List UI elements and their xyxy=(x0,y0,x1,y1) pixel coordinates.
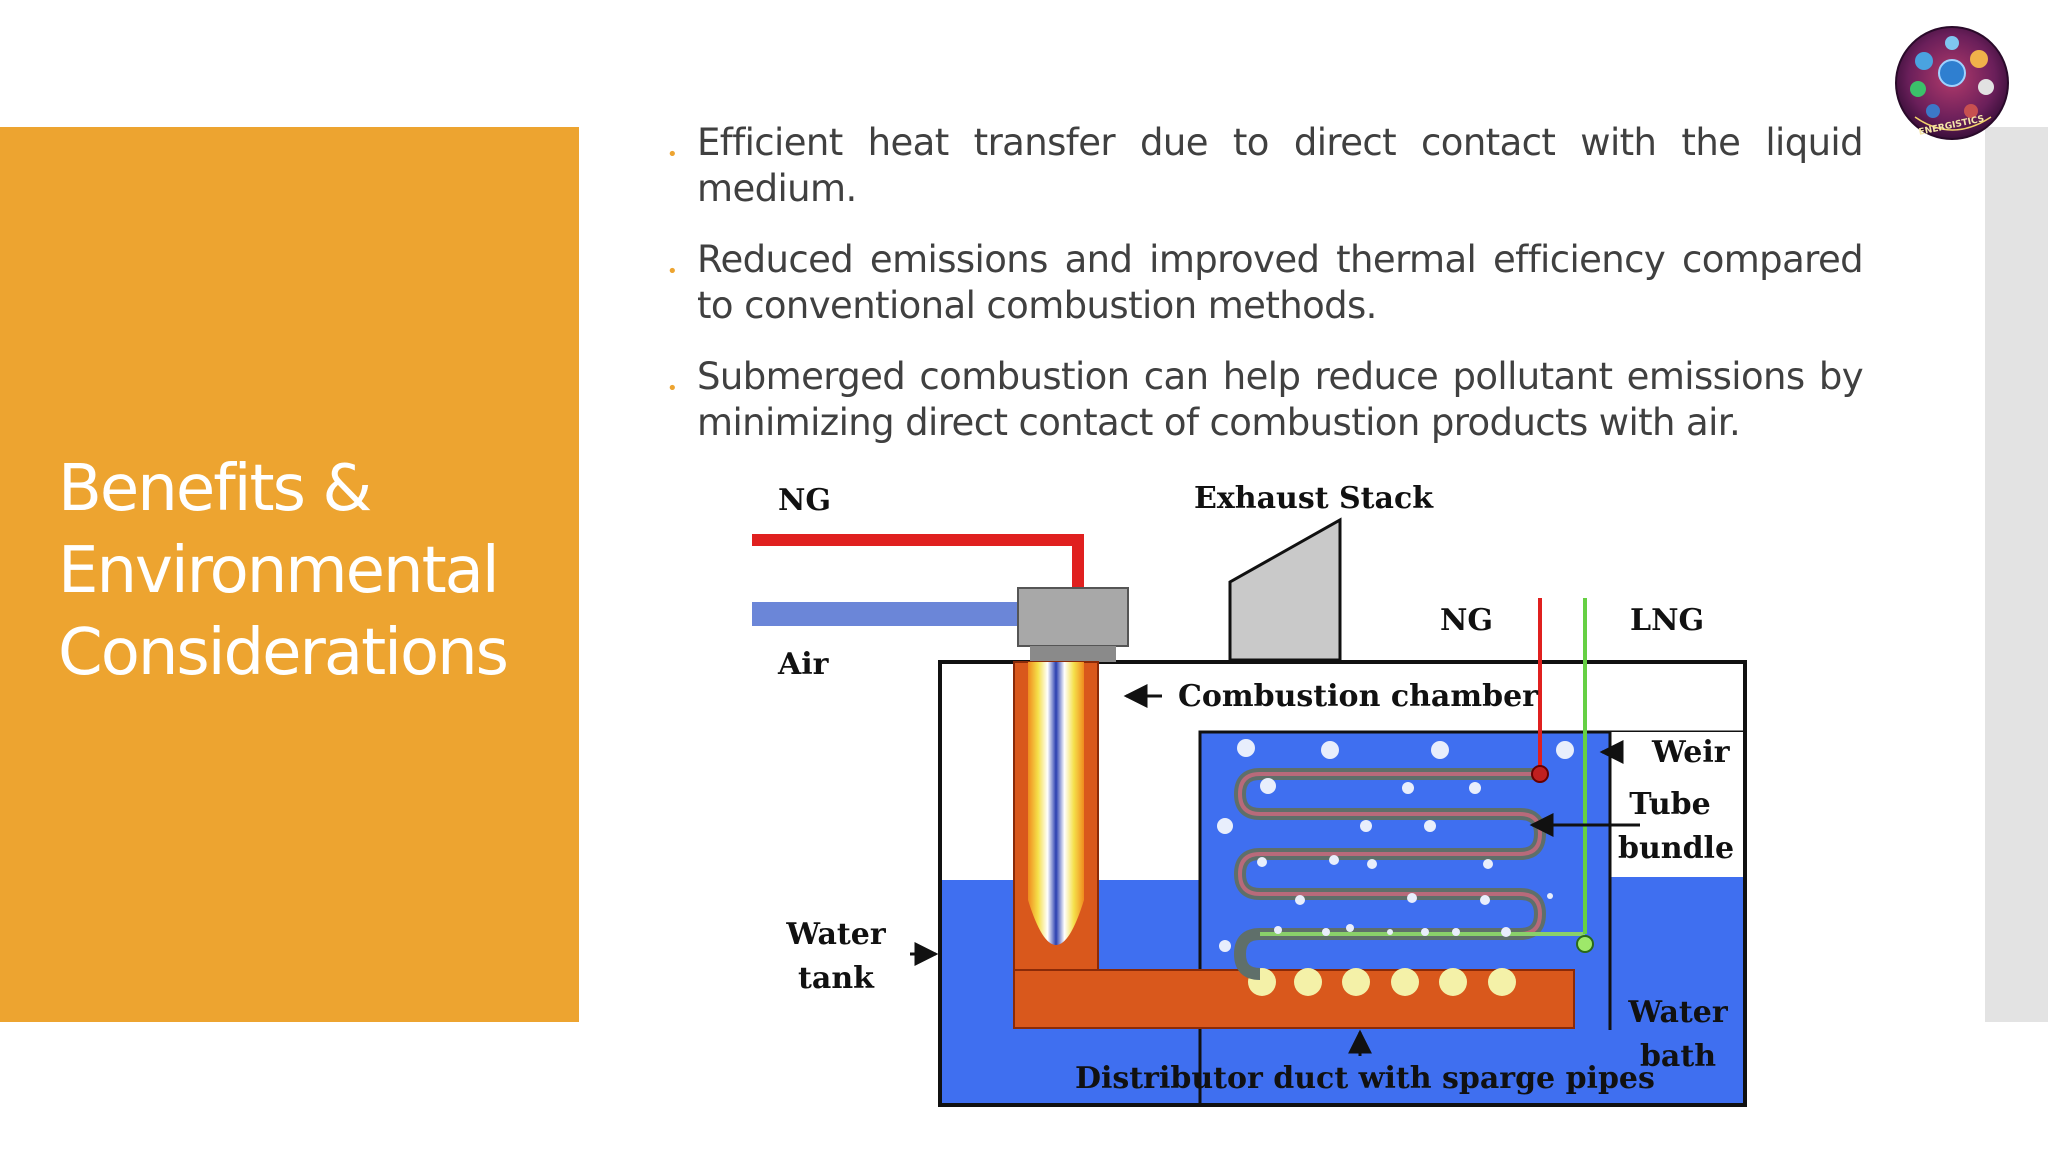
water-tank-label-2: tank xyxy=(798,961,875,996)
flame xyxy=(1028,662,1084,945)
bundle-label: bundle xyxy=(1618,831,1734,866)
exhaust-stack xyxy=(1228,517,1342,662)
right-edge-bar xyxy=(1985,127,2048,1022)
bullet-item: • Efficient heat transfer due to direct … xyxy=(665,120,1864,212)
submerged-combustion-diagram: NG Air Exhaust Stack NG LNG Combustion c… xyxy=(752,481,1747,1107)
energistics-logo: ENERGISTICS xyxy=(1895,26,2009,140)
ng-supply-pipe xyxy=(752,534,1084,592)
bullet-item: • Reduced emissions and improved thermal… xyxy=(665,237,1864,329)
tube-bundle-inner xyxy=(1237,772,1543,936)
bullet-item: • Submerged combustion can help reduce p… xyxy=(665,354,1864,446)
water-bath-label-2: bath xyxy=(1640,1039,1716,1074)
ng-inlet-label: NG xyxy=(778,483,831,518)
lng-label: LNG xyxy=(1630,603,1704,638)
bullet-list: • Efficient heat transfer due to direct … xyxy=(665,120,1864,471)
distributor-label: Distributor duct with sparge pipes xyxy=(1075,1061,1655,1096)
bullet-marker: • xyxy=(667,144,678,165)
sparge-bubbles xyxy=(1248,968,1516,996)
weir-air-gap xyxy=(1610,732,1745,877)
exhaust-stack-label: Exhaust Stack xyxy=(1194,481,1434,516)
water-bath-label-1: Water xyxy=(1627,995,1728,1030)
air-supply-pipe xyxy=(752,602,1024,626)
water-tank-label-1: Water xyxy=(785,917,886,952)
air-inlet-label: Air xyxy=(777,647,830,682)
distributor-duct xyxy=(1013,969,1575,1029)
tube-label: Tube xyxy=(1629,787,1710,822)
bullet-text: Efficient heat transfer due to direct co… xyxy=(697,121,1864,210)
weir-label: Weir xyxy=(1651,735,1731,770)
bath-bubbles xyxy=(1217,739,1574,952)
slide-title: Benefits & Environmental Considerations xyxy=(58,452,509,690)
title-panel xyxy=(0,127,579,1022)
ng-outlet-label: NG xyxy=(1440,603,1493,638)
bullet-marker: • xyxy=(667,378,678,399)
burner-neck xyxy=(1030,646,1116,662)
bullet-text: Reduced emissions and improved thermal e… xyxy=(697,238,1864,327)
bullet-text: Submerged combustion can help reduce pol… xyxy=(697,355,1864,444)
bullet-marker: • xyxy=(667,261,678,282)
combustion-chamber-label: Combustion chamber xyxy=(1178,679,1539,714)
burner xyxy=(1017,587,1129,647)
